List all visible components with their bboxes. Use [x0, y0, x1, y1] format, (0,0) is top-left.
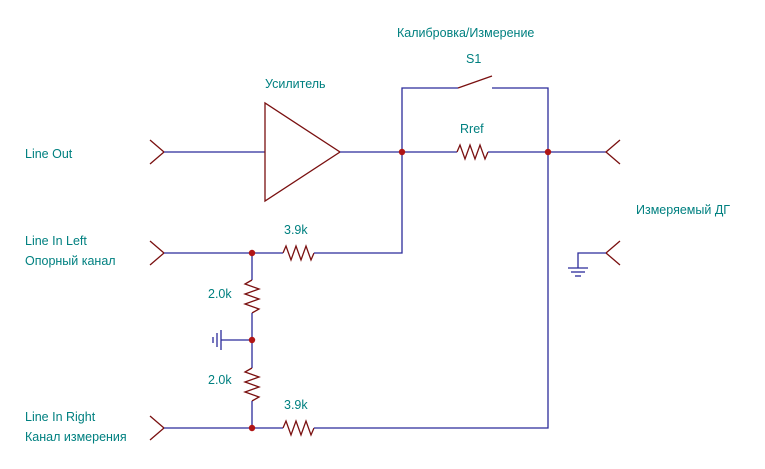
resistor-3-9k-bottom	[282, 152, 549, 437]
label-line-out: Line Out	[25, 147, 73, 161]
dg-upper-connector	[605, 139, 621, 165]
junction-dot	[248, 424, 256, 432]
label-switch-s1: S1	[466, 52, 481, 66]
label-r-div-bottom-value: 2.0k	[208, 373, 232, 387]
junction-dot	[248, 249, 256, 257]
junction-dot	[398, 148, 406, 156]
line-in-left-connector	[149, 240, 283, 266]
dg-lower-connector	[577, 240, 621, 268]
label-calibration-measure: Калибровка/Измерение	[397, 26, 534, 40]
amplifier-symbol	[264, 101, 402, 203]
label-measure-channel: Канал измерения	[25, 430, 127, 444]
resistor-3-9k-top	[282, 152, 403, 262]
line-in-right-connector	[149, 415, 283, 441]
label-line-in-right: Line In Right	[25, 410, 96, 424]
resistor-rref	[402, 143, 606, 161]
divider-ground-icon	[212, 330, 252, 350]
label-r-div-top-value: 2.0k	[208, 287, 232, 301]
line-out-connector	[149, 139, 265, 165]
junction-dot	[544, 148, 552, 156]
junction-dot	[248, 336, 256, 344]
divider-chain	[243, 253, 261, 428]
label-rref: Rref	[460, 122, 484, 136]
label-measured-dg: Измеряемый ДГ	[636, 203, 730, 217]
label-reference-channel: Опорный канал	[25, 254, 116, 268]
label-amplifier: Усилитель	[265, 77, 326, 91]
label-line-in-left: Line In Left	[25, 234, 87, 248]
dg-ground-icon	[568, 267, 588, 277]
label-r-bottom-value: 3.9k	[284, 398, 308, 412]
label-r-top-value: 3.9k	[284, 223, 308, 237]
switch-s1	[401, 75, 549, 152]
